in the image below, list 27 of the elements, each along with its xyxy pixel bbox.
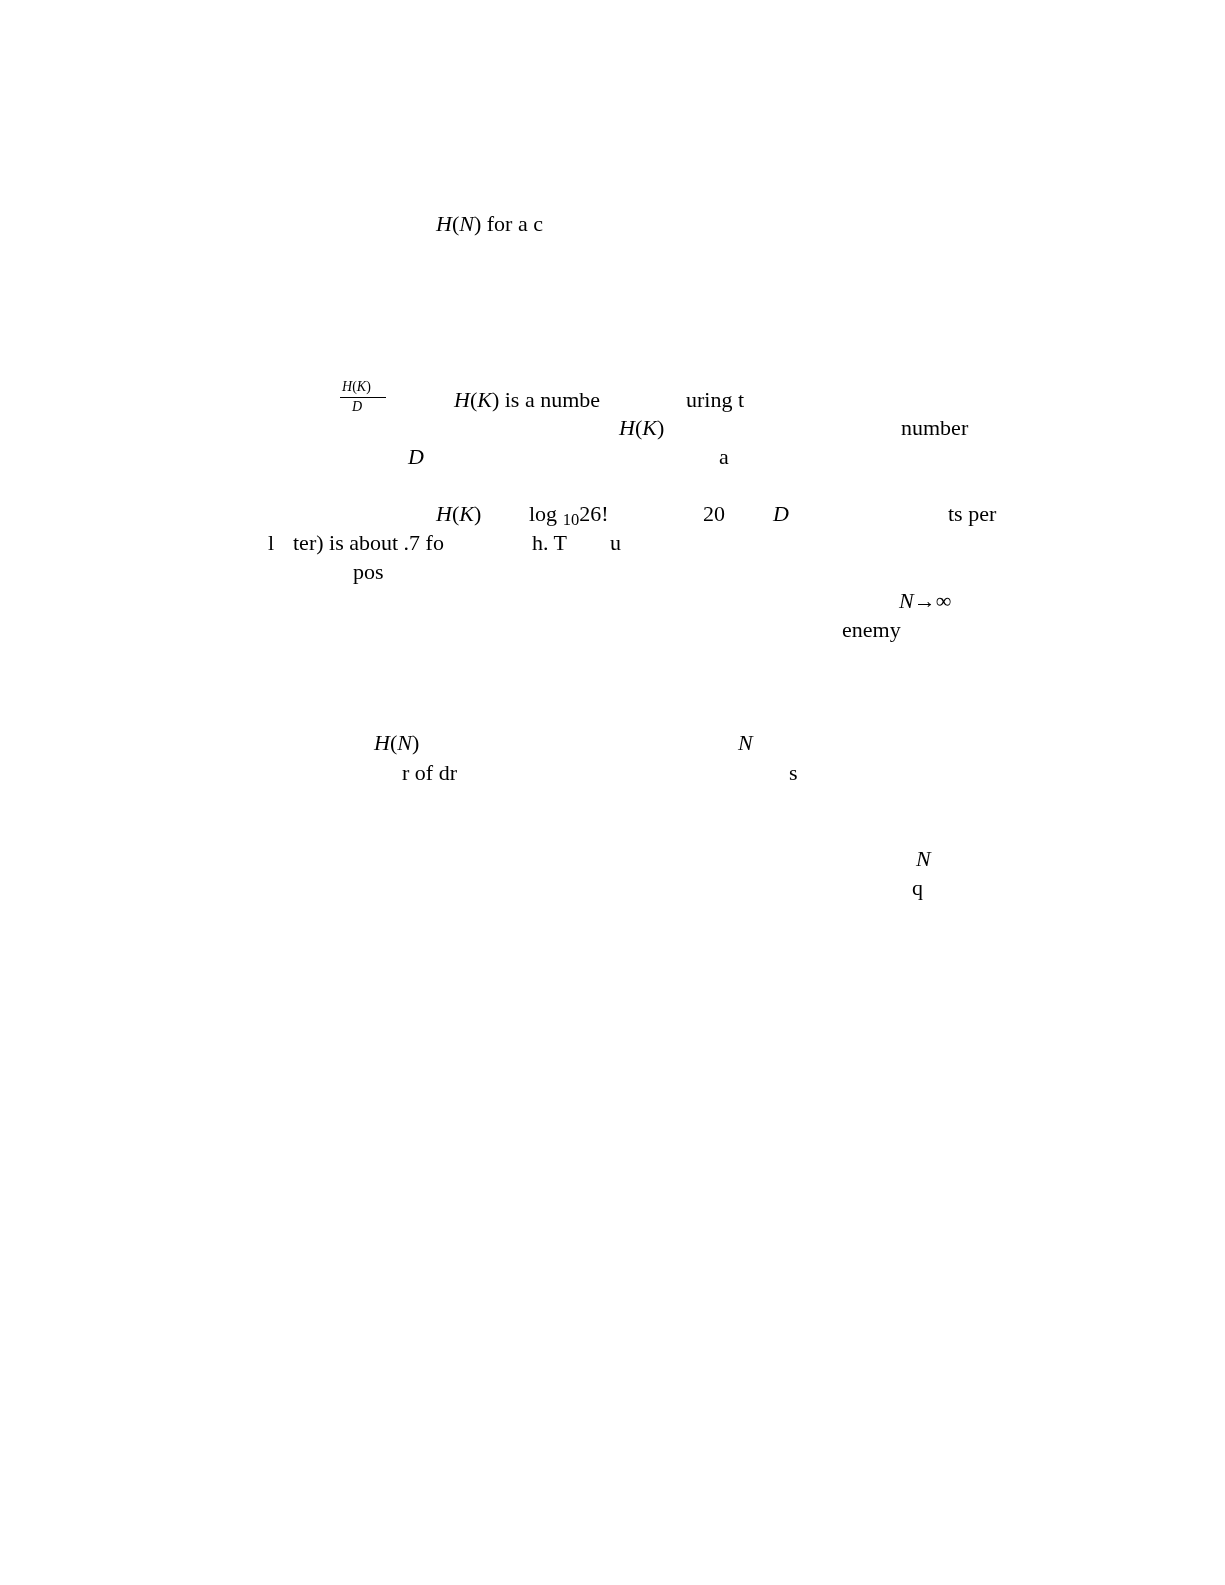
text-fragment: s: [789, 759, 798, 787]
text-fragment: r of dr: [402, 759, 457, 787]
text-fragment: N: [738, 729, 753, 757]
text-fragment: N: [916, 845, 931, 873]
text-fragment: D: [773, 500, 789, 528]
text-fragment: H(K): [436, 500, 482, 528]
text-fragment: H(N) for a c: [436, 210, 543, 238]
text-fragment: D: [352, 398, 363, 416]
text-fragment: log $_{10}$26!: [529, 500, 609, 528]
text-fragment: q: [912, 874, 923, 902]
text-fragment: H(K) is a numbe: [454, 386, 601, 414]
text-fragment: u: [610, 529, 621, 557]
text-fragment: uring t: [686, 386, 745, 414]
text-fragment: 20: [703, 500, 725, 528]
text-fragment: enemy: [842, 616, 901, 644]
text-fragment: ter) is about .7 fo: [293, 529, 444, 557]
text-fragment: h. T: [532, 529, 568, 557]
text-fragment: a: [719, 443, 729, 471]
text-fragment: H(N): [374, 729, 420, 757]
text-fragment: D: [408, 443, 424, 471]
text-fragment: H(K): [342, 378, 371, 396]
text-fragment: number: [901, 414, 969, 442]
text-fragment: H(K): [619, 414, 665, 442]
text-fragment: ts per: [948, 500, 997, 528]
text-fragment: N→∞: [899, 587, 952, 615]
text-fragment: l: [268, 529, 275, 557]
text-fragment: pos: [353, 558, 384, 586]
